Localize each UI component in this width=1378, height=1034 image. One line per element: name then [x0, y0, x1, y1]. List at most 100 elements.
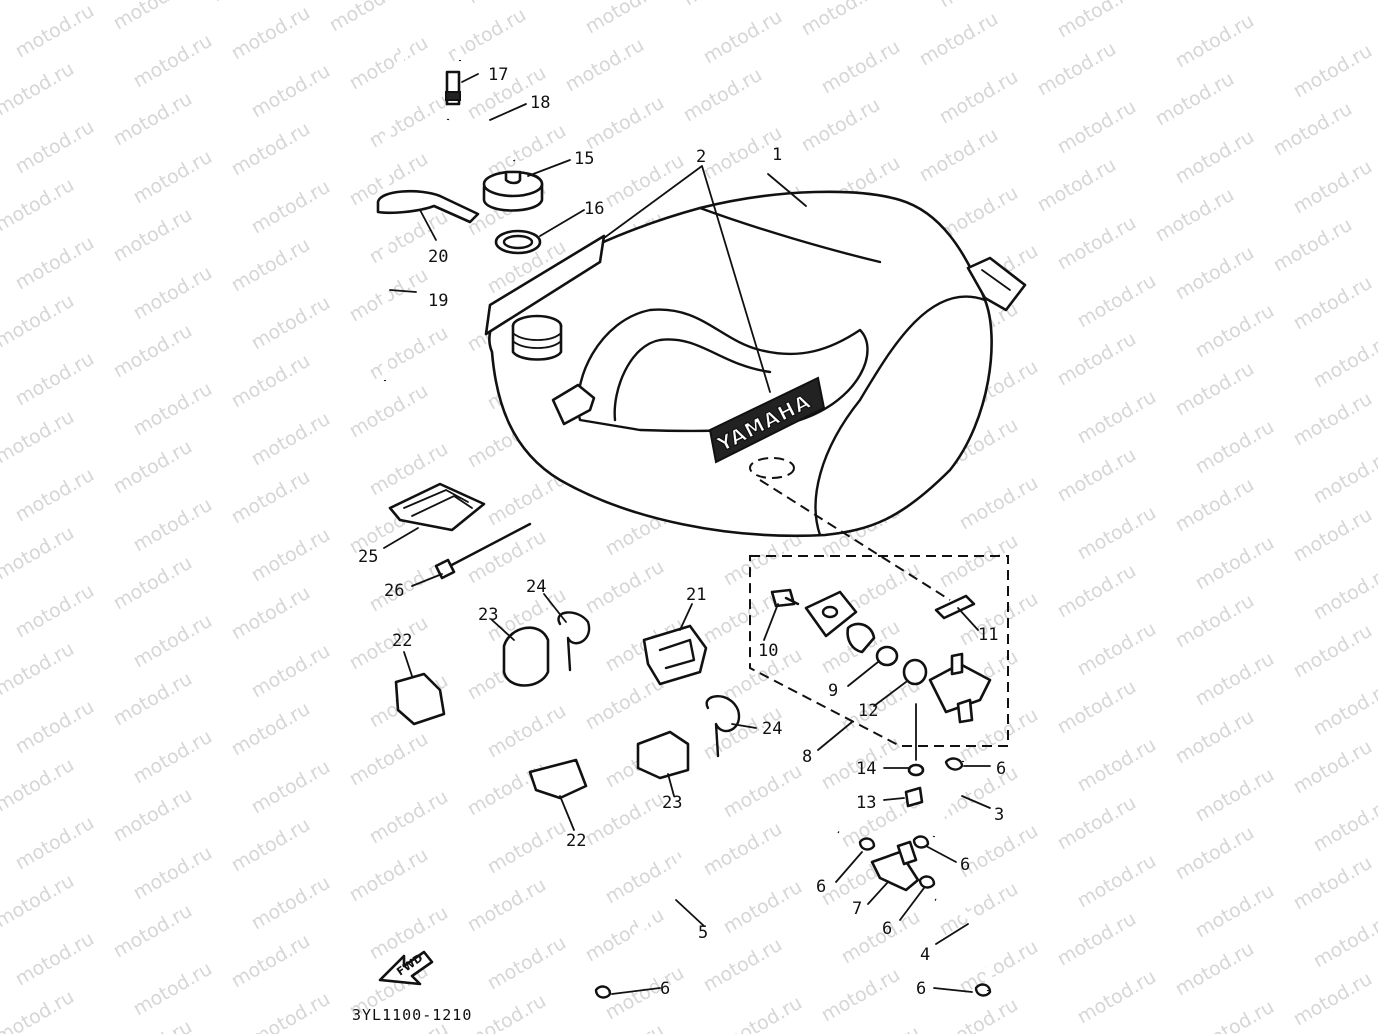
watermark-text: motod.ru: [1172, 474, 1258, 537]
watermark-text: motod.ru: [444, 4, 530, 67]
watermark-text: motod.ru: [1270, 98, 1356, 161]
watermark-text: motod.ru: [0, 290, 78, 353]
watermark-text: motod.ru: [1074, 502, 1160, 565]
watermark-text: motod.ru: [1074, 966, 1160, 1029]
watermark-text: motod.ru: [936, 994, 1022, 1034]
callout-22-b: 22: [566, 831, 586, 851]
callout-22-a: 22: [392, 631, 412, 651]
watermark-text: motod.ru: [228, 350, 314, 413]
watermark-text: motod.ru: [12, 580, 98, 643]
watermark-text: motod.ru: [582, 0, 668, 38]
watermark-text: motod.ru: [248, 988, 334, 1034]
watermark-text: motod.ru: [1074, 270, 1160, 333]
watermark-text: motod.ru: [228, 118, 314, 181]
watermark-text: motod.ru: [1152, 184, 1238, 247]
watermark-text: motod.ru: [1172, 242, 1258, 305]
watermark-text: motod.ru: [1310, 562, 1378, 625]
watermark-text: motod.ru: [1290, 504, 1376, 567]
callout-24-a: 24: [526, 577, 546, 597]
watermark-text: motod.ru: [1172, 938, 1258, 1001]
watermark-text: motod.ru: [582, 92, 668, 155]
watermark-text: motod.ru: [110, 668, 196, 731]
watermark-text: motod.ru: [1054, 560, 1140, 623]
watermark-text: motod.ru: [130, 610, 216, 673]
watermark-text: motod.ru: [130, 494, 216, 557]
watermark-text: motod.ru: [700, 818, 786, 881]
watermark-text: motod.ru: [248, 524, 334, 587]
watermark-text: motod.ru: [110, 436, 196, 499]
watermark-text: motod.ru: [228, 466, 314, 529]
watermark-text: motod.ru: [720, 876, 806, 939]
watermark-text: motod.ru: [1054, 96, 1140, 159]
watermark-text: motod.ru: [484, 932, 570, 995]
watermark-text: motod.ru: [0, 406, 78, 469]
watermark-text: motod.ru: [1290, 40, 1376, 103]
fuel-cock-assembly: [749, 479, 1009, 761]
watermark-text: motod.ru: [582, 788, 668, 851]
watermark-text: motod.ru: [346, 380, 432, 443]
watermark-text: motod.ru: [1054, 792, 1140, 855]
watermark-text: motod.ru: [582, 1020, 668, 1034]
callout-26: 26: [384, 581, 404, 601]
callout-1: 1: [772, 145, 782, 165]
watermark-text: motod.ru: [1192, 416, 1278, 479]
callout-24-b: 24: [762, 719, 782, 739]
watermark-text: motod.ru: [680, 0, 766, 10]
watermark-text: motod.ru: [12, 232, 98, 295]
callout-12: 12: [858, 701, 878, 721]
watermark-text: motod.ru: [582, 672, 668, 735]
callout-6-c: 6: [816, 877, 826, 897]
watermark-text: motod.ru: [818, 964, 904, 1027]
watermark-text: motod.ru: [366, 90, 452, 153]
watermark-text: motod.ru: [346, 612, 432, 675]
callout-9: 9: [828, 681, 838, 701]
watermark-text: motod.ru: [110, 900, 196, 963]
watermark-text: motod.ru: [1172, 706, 1258, 769]
callout-numbers: 1 2 3 4 5 6 6 6 6 6 6 7 8 9 10 11 12 13 …: [358, 65, 1006, 999]
watermark-text: motod.ru: [562, 34, 648, 97]
callout-6-a: 6: [996, 759, 1006, 779]
watermark-text: motod.ru: [1034, 154, 1120, 217]
watermark-text: motod.ru: [936, 762, 1022, 825]
watermark-text: motod.ru: [366, 322, 452, 385]
callout-6-d: 6: [882, 919, 892, 939]
watermark-text: motod.ru: [956, 936, 1042, 999]
watermark-text: motod.ru: [484, 700, 570, 763]
watermark-text: motod.ru: [1290, 388, 1376, 451]
callout-4: 4: [920, 945, 930, 965]
watermark-text: motod.ru: [1172, 10, 1258, 73]
watermark-text: motod.ru: [248, 640, 334, 703]
fuel-tank: YAMAHA: [488, 190, 1027, 538]
watermark-text: motod.ru: [1290, 968, 1376, 1031]
watermark-text: motod.ru: [110, 784, 196, 847]
callout-25: 25: [358, 547, 378, 567]
watermark-text: motod.ru: [130, 262, 216, 325]
watermark-text: motod.ru: [720, 528, 806, 591]
watermark-text: motod.ru: [130, 842, 216, 905]
watermark-text: motod.ru: [248, 872, 334, 935]
callout-15: 15: [574, 149, 594, 169]
watermark-text: motod.ru: [1290, 852, 1376, 915]
callout-6-f: 6: [916, 979, 926, 999]
watermark-text: motod.ru: [720, 992, 806, 1034]
watermark-text: motod.ru: [1310, 446, 1378, 509]
watermark-text: motod.ru: [130, 146, 216, 209]
watermark-text: motod.ru: [1192, 300, 1278, 363]
watermark-text: motod.ru: [1270, 214, 1356, 277]
watermark-text: motod.ru: [1172, 590, 1258, 653]
callout-10: 10: [758, 641, 778, 661]
watermark-text: motod.ru: [110, 88, 196, 151]
callout-11: 11: [978, 625, 998, 645]
watermark-text: motod.ru: [12, 696, 98, 759]
watermark-text: motod.ru: [12, 812, 98, 875]
watermark-text: motod.ru: [936, 530, 1022, 593]
watermark-text: motod.ru: [1310, 794, 1378, 857]
watermark-text: motod.ru: [1074, 386, 1160, 449]
watermark-text: motod.ru: [208, 0, 294, 6]
watermark-text: motod.ru: [0, 522, 78, 585]
drawing-code: 3YL1100-1210: [352, 1006, 472, 1024]
fuel-hoses: [594, 757, 994, 999]
watermark-text: motod.ru: [130, 726, 216, 789]
callout-2: 2: [696, 147, 706, 167]
